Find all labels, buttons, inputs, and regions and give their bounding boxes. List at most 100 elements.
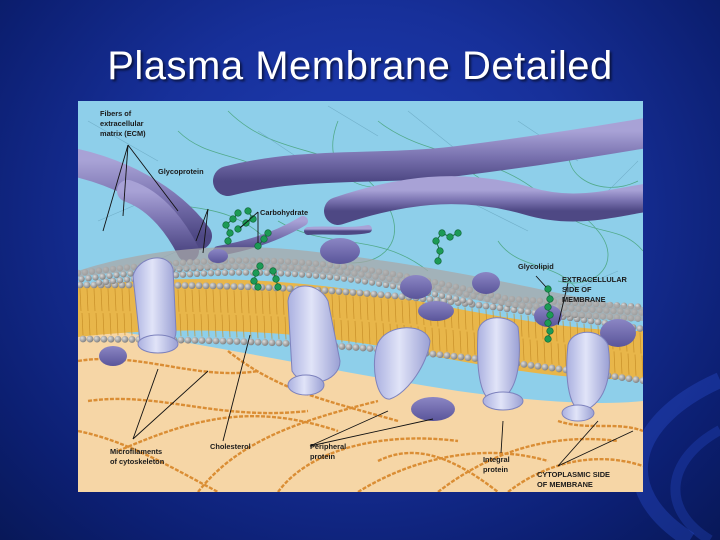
- phospholipid-head: [99, 273, 106, 280]
- integral-proteins: [132, 257, 610, 422]
- phospholipid-head: [520, 361, 528, 368]
- phospholipid-head: [496, 304, 504, 312]
- phospholipid-tail: [471, 308, 474, 331]
- phospholipid-head: [237, 283, 245, 291]
- phospholipid-tail: [226, 290, 229, 313]
- phospholipid-tail: [639, 332, 642, 354]
- phospholipid-tail: [282, 292, 285, 315]
- carbohydrate-bead: [269, 267, 277, 275]
- phospholipid-tail: [550, 342, 553, 365]
- phospholipid-head: [587, 317, 595, 325]
- phospholipid-tail: [109, 313, 112, 336]
- carbohydrate-bead: [244, 207, 252, 215]
- membrane-diagram: Fibers of extracellular matrix (ECM) Gly…: [78, 101, 643, 492]
- carbohydrate-bead: [254, 242, 262, 250]
- phospholipid-head: [195, 282, 203, 290]
- phospholipid-head: [242, 269, 250, 276]
- phospholipid-head: [534, 362, 542, 370]
- label-ecm-line1: Fibers of: [100, 109, 132, 118]
- phospholipid-head: [482, 302, 490, 310]
- phospholipid-tail: [240, 290, 243, 314]
- phospholipid-head: [342, 288, 350, 296]
- label-ecm-line2: extracellular: [100, 119, 144, 128]
- phospholipid-tail: [95, 313, 98, 336]
- peripheral-protein: [418, 301, 454, 321]
- carbohydrate-bead: [274, 283, 282, 291]
- phospholipid-head: [429, 350, 437, 358]
- phospholipid-head: [121, 335, 129, 343]
- phospholipid-tail: [247, 290, 250, 314]
- phospholipid-tail: [340, 319, 343, 343]
- phospholipid-head: [78, 275, 85, 283]
- phospholipid-tail: [522, 338, 525, 361]
- leader-lines: [102, 144, 634, 467]
- phospholipid-head: [127, 270, 134, 277]
- phospholipid-tail: [128, 289, 131, 312]
- phospholipid-head: [186, 271, 194, 278]
- phospholipid-tail: [270, 316, 273, 339]
- phospholipid-head: [321, 287, 329, 294]
- label-extracellular-line3: MEMBRANE: [562, 295, 606, 304]
- phospholipid-head: [191, 336, 199, 344]
- phospholipid-tail: [81, 312, 84, 336]
- carbohydrate-bead: [256, 262, 264, 270]
- phospholipid-head: [233, 338, 241, 345]
- phospholipid-head: [188, 282, 196, 289]
- phospholipid-head: [541, 363, 549, 371]
- phospholipid-tail: [123, 313, 126, 336]
- integral-protein: [287, 374, 325, 396]
- phospholipid-tail: [352, 296, 355, 319]
- phospholipid-tail: [228, 314, 231, 338]
- phospholipid-head: [466, 298, 474, 306]
- phospholipid-tail: [235, 314, 238, 338]
- phospholipid-tail: [466, 331, 469, 354]
- phospholipid-tail: [562, 320, 565, 343]
- carbohydrate-bead: [446, 233, 454, 241]
- phospholipid-tail: [93, 288, 96, 312]
- phospholipid-head: [172, 271, 180, 279]
- carbohydrate-bead: [434, 257, 442, 265]
- phospholipid-head: [226, 337, 234, 345]
- phospholipid-tail: [354, 320, 357, 344]
- label-carbohydrate: Carbohydrate: [260, 208, 308, 217]
- phospholipid-tail: [331, 294, 334, 318]
- phospholipid-head: [177, 336, 185, 344]
- phospholipid-tail: [186, 313, 189, 337]
- phospholipid-tail: [221, 314, 224, 338]
- carbohydrate-bead: [546, 295, 554, 303]
- label-integral-line1: Integral: [483, 455, 510, 464]
- phospholipid-head: [452, 295, 460, 302]
- carbohydrate-chains: [222, 207, 554, 343]
- carbohydrate-bead: [234, 209, 242, 217]
- label-extracellular-line1: EXTRACELLULAR: [562, 275, 628, 284]
- phospholipid-head: [114, 335, 122, 343]
- phospholipid-tail: [536, 340, 539, 363]
- phospholipid-head: [263, 269, 271, 276]
- phospholipid-head: [83, 281, 91, 289]
- phospholipid-tail: [557, 343, 560, 365]
- peripheral-protein: [600, 319, 636, 347]
- phospholipid-head: [200, 270, 208, 277]
- phospholipid-tail: [219, 290, 222, 313]
- phospholipid-head: [459, 297, 467, 304]
- phospholipid-head: [90, 281, 98, 289]
- phospholipid-tail: [86, 288, 89, 312]
- phospholipid-head: [391, 292, 399, 300]
- phospholipid-head: [639, 377, 643, 384]
- carbohydrate-bead: [264, 229, 272, 237]
- phospholipid-tail: [191, 289, 194, 312]
- carbohydrate-bead: [252, 269, 260, 277]
- slide-title: Plasma Membrane Detailed: [107, 44, 613, 88]
- phospholipid-head: [489, 303, 497, 311]
- phospholipid-tail: [445, 329, 448, 352]
- phospholipid-tail: [254, 291, 257, 314]
- phospholipid-head: [527, 361, 535, 369]
- phospholipid-head: [223, 282, 231, 290]
- phospholipid-tail: [263, 315, 266, 339]
- phospholipid-tail: [177, 289, 180, 312]
- phospholipid-head: [254, 338, 262, 346]
- label-glycoprotein: Glycoprotein: [158, 167, 204, 176]
- phospholipid-tail: [242, 315, 245, 338]
- phospholipid-head: [100, 335, 108, 343]
- phospholipid-head: [636, 325, 643, 332]
